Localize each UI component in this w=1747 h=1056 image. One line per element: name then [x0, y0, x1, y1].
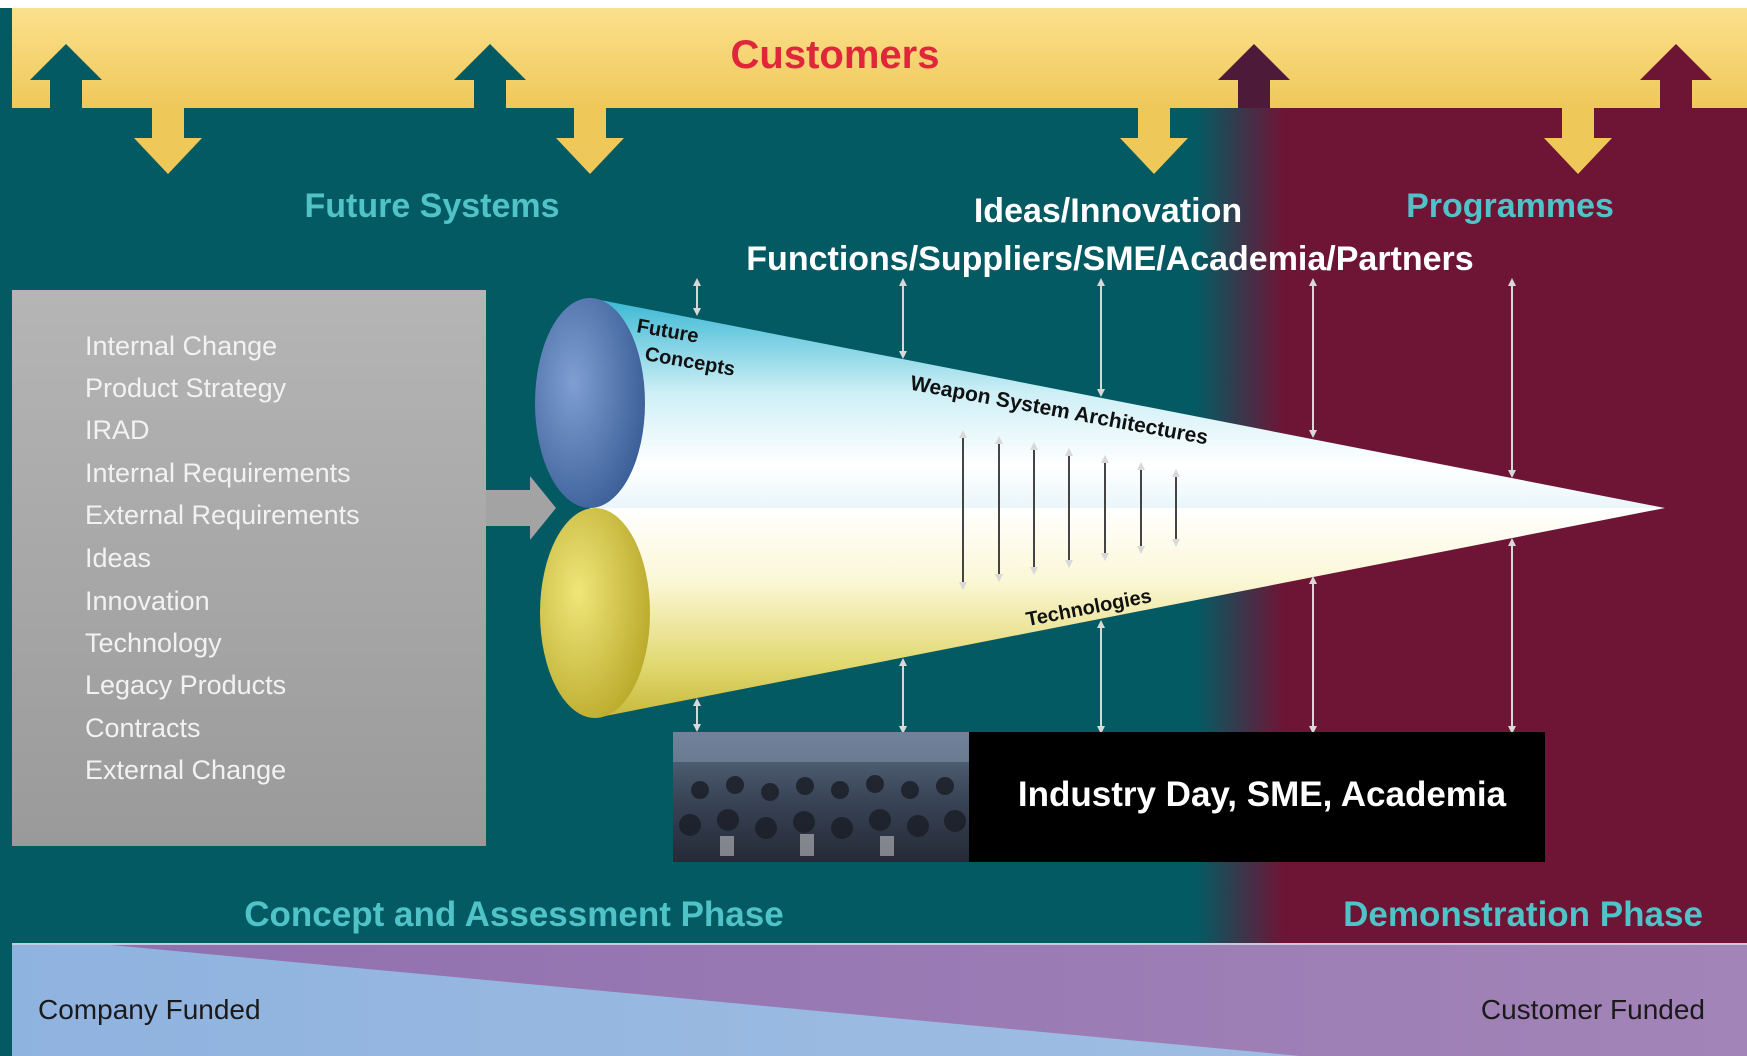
upper-connector-arrows	[693, 278, 1516, 478]
company-funded-wedge	[12, 944, 1300, 1056]
up-arrow-icon	[1640, 44, 1712, 108]
input-items: Internal Change Product Strategy IRAD In…	[85, 331, 360, 785]
down-arrow-icon	[556, 106, 624, 174]
lower-cone	[590, 508, 1665, 718]
input-item: IRAD	[85, 415, 150, 445]
input-item: External Requirements	[85, 500, 360, 530]
input-item: Legacy Products	[85, 670, 286, 700]
input-item: Internal Requirements	[85, 458, 351, 488]
up-arrows	[30, 44, 1712, 108]
input-item: Ideas	[85, 543, 151, 573]
up-arrow-icon	[30, 44, 102, 108]
audience-photo	[673, 732, 969, 862]
input-item: Internal Change	[85, 331, 277, 361]
input-arrow-icon	[486, 476, 556, 540]
up-arrow-icon	[1218, 44, 1290, 108]
industry-day-panel: Industry Day, SME, Academia	[673, 732, 1545, 862]
input-item: Technology	[85, 628, 222, 658]
ideas-innovation-label: Ideas/Innovation	[974, 192, 1242, 230]
demonstration-phase-label: Demonstration Phase	[1343, 895, 1703, 934]
input-box	[12, 290, 556, 846]
future-concepts-ellipse	[535, 298, 645, 508]
future-systems-label: Future Systems	[304, 187, 559, 225]
industry-day-label: Industry Day, SME, Academia	[1018, 775, 1507, 814]
input-item: Contracts	[85, 713, 201, 743]
input-item: Product Strategy	[85, 373, 287, 403]
customers-banner	[12, 8, 1747, 108]
up-arrow-icon	[454, 44, 526, 108]
down-arrow-icon	[134, 106, 202, 174]
upper-cone	[590, 298, 1665, 508]
input-item: External Change	[85, 755, 286, 785]
functions-suppliers-label: Functions/Suppliers/SME/Academia/Partner…	[746, 240, 1473, 278]
customer-funded-label: Customer Funded	[1481, 994, 1705, 1025]
customers-title: Customers	[731, 33, 940, 77]
down-arrow-icon	[1120, 106, 1188, 174]
inner-cone-arrows	[959, 430, 1180, 590]
company-funded-label: Company Funded	[38, 994, 261, 1025]
technologies-ellipse	[540, 508, 650, 718]
down-arrows	[134, 106, 1612, 174]
cone-diagram	[535, 298, 1665, 718]
input-item: Innovation	[85, 586, 210, 616]
concept-phase-label: Concept and Assessment Phase	[244, 895, 783, 934]
funding-bar	[12, 943, 1747, 1056]
lower-connector-arrows	[693, 538, 1516, 734]
down-arrow-icon	[1544, 106, 1612, 174]
programmes-label: Programmes	[1406, 187, 1614, 225]
